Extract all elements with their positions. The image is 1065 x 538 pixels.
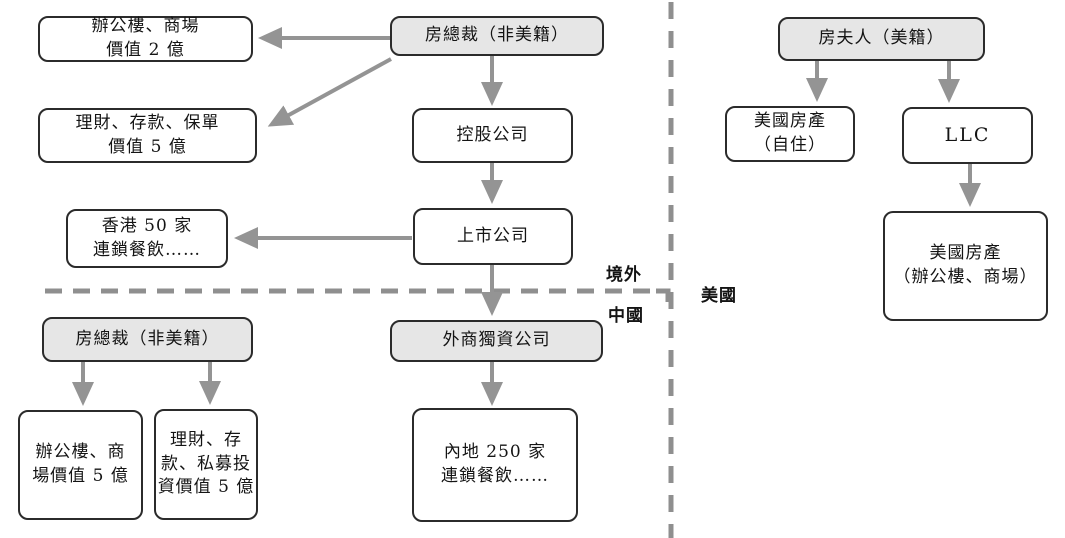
- node-llc: LLC: [902, 107, 1033, 164]
- node-listed-co-label: 上市公司: [457, 225, 529, 246]
- node-wfoe-label: 外商獨資公司: [442, 330, 551, 351]
- node-office-mall-2-line1: 辦公樓、商場: [91, 16, 200, 37]
- node-wealth-insurance-line2: 價值 5 億: [108, 136, 187, 157]
- node-wealth-pe: 理財、存 款、私募投 資價值 5 億: [154, 409, 258, 520]
- node-chairman-offshore: 房總裁（非美籍）: [390, 16, 604, 56]
- node-office-mall-5-line2: 場價值 5 億: [32, 466, 129, 486]
- node-hk-restaurants-line1: 香港 50 家: [101, 215, 193, 236]
- node-listed-co: 上市公司: [413, 208, 573, 265]
- node-office-mall-2-line2: 價值 2 億: [106, 40, 185, 60]
- node-holding-co: 控股公司: [412, 108, 573, 163]
- node-us-property-self: 美國房產 （自住）: [725, 106, 855, 162]
- node-office-mall-5-line1: 辦公樓、商: [35, 442, 126, 463]
- node-us-property-commercial-line2: （辦公樓、商場）: [893, 267, 1038, 287]
- region-label-usa: 美國: [701, 286, 737, 306]
- node-llc-label: LLC: [944, 124, 991, 147]
- node-office-mall-2: 辦公樓、商場 價值 2 億: [38, 16, 253, 62]
- node-holding-co-label: 控股公司: [456, 124, 529, 145]
- node-chairman-offshore-label: 房總裁（非美籍）: [425, 25, 569, 46]
- node-mrs-fang: 房夫人（美籍）: [778, 17, 985, 61]
- region-label-offshore: 境外: [606, 265, 642, 285]
- node-wealth-pe-line2: 款、私募投: [161, 453, 251, 474]
- node-us-property-self-line2: （自住）: [754, 135, 826, 155]
- node-wealth-insurance-line1: 理財、存款、保單: [75, 112, 220, 133]
- node-wealth-pe-line3: 資價值 5 億: [157, 477, 255, 498]
- node-wfoe: 外商獨資公司: [390, 320, 603, 362]
- node-us-property-commercial: 美國房產 （辦公樓、商場）: [883, 211, 1048, 321]
- node-mainland-restaurants: 內地 250 家 連鎖餐飲……: [412, 408, 578, 522]
- node-hk-restaurants: 香港 50 家 連鎖餐飲……: [66, 209, 228, 268]
- arrow-chairman-to-wealth-icon: [267, 57, 392, 127]
- node-mrs-fang-label: 房夫人（美籍）: [818, 28, 945, 49]
- node-chairman-china: 房總裁（非美籍）: [42, 317, 253, 362]
- node-wealth-pe-line1: 理財、存: [170, 429, 242, 450]
- node-office-mall-5: 辦公樓、商 場價值 5 億: [18, 410, 143, 520]
- node-us-property-self-line1: 美國房產: [754, 111, 826, 132]
- node-chairman-china-label: 房總裁（非美籍）: [75, 328, 220, 349]
- node-hk-restaurants-line2: 連鎖餐飲……: [93, 239, 201, 260]
- node-wealth-insurance: 理財、存款、保單 價值 5 億: [38, 108, 257, 163]
- region-label-china: 中國: [608, 306, 644, 326]
- node-mainland-restaurants-line1: 內地 250 家: [443, 442, 547, 463]
- node-mainland-restaurants-line2: 連鎖餐飲……: [441, 466, 549, 486]
- divider-offshore-china-corner: [656, 288, 671, 302]
- node-us-property-commercial-line1: 美國房產: [929, 243, 1002, 264]
